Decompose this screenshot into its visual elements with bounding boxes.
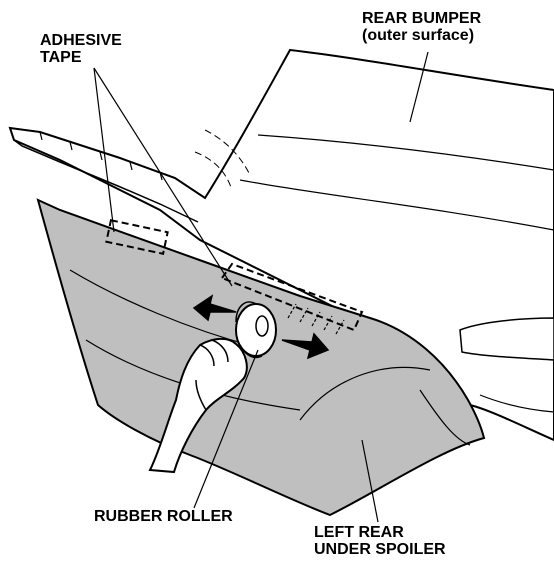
rear-bumper-notches bbox=[39, 131, 163, 181]
bumper-contour-lower bbox=[239, 179, 554, 231]
adhesive-tape-leader-2 bbox=[93, 67, 233, 287]
label-rear-bumper: REAR BUMPER (outer surface) bbox=[362, 10, 481, 44]
rubber-roller-leader bbox=[193, 349, 259, 509]
spoiler-contour-3 bbox=[299, 366, 431, 421]
label-rubber-roller: RUBBER ROLLER bbox=[94, 508, 233, 525]
label-left-rear-under-spoiler: LEFT REAR UNDER SPOILER bbox=[314, 524, 446, 558]
rear-bumper-leader bbox=[409, 51, 429, 123]
spoiler-contour-4 bbox=[419, 389, 471, 446]
arrow-left bbox=[192, 294, 237, 322]
bumper-contour-upper bbox=[257, 134, 554, 171]
rubber-roller-hub bbox=[255, 315, 269, 337]
rubber-roller-side bbox=[235, 301, 263, 359]
adhesive-tape-right bbox=[220, 262, 364, 332]
hand-fingers bbox=[195, 339, 229, 411]
label-adhesive-tape-line-1: ADHESIVE bbox=[40, 32, 122, 49]
adhesive-tape-leader-1 bbox=[93, 67, 115, 233]
under-spoiler-leader bbox=[361, 439, 379, 523]
adhesive-tape-left bbox=[105, 219, 169, 255]
label-under-spoiler-line-1: LEFT REAR bbox=[314, 524, 404, 541]
bumper-side-line bbox=[479, 394, 554, 413]
bumper-side-recess bbox=[459, 317, 554, 361]
hand bbox=[148, 337, 248, 474]
label-rear-bumper-line-1: REAR BUMPER bbox=[362, 10, 482, 27]
label-rear-bumper-line-2: (outer surface) bbox=[362, 27, 475, 44]
bumper-inner-lines bbox=[194, 129, 251, 191]
arrow-right bbox=[281, 332, 330, 360]
label-adhesive-tape: ADHESIVE TAPE bbox=[40, 32, 122, 66]
under-spoiler-body bbox=[36, 198, 486, 517]
rear-bumper-edge bbox=[13, 139, 199, 223]
spoiler-contour-1 bbox=[69, 269, 261, 349]
label-adhesive-tape-line-2: TAPE bbox=[40, 49, 82, 66]
label-under-spoiler-line-2: UNDER SPOILER bbox=[314, 541, 446, 558]
